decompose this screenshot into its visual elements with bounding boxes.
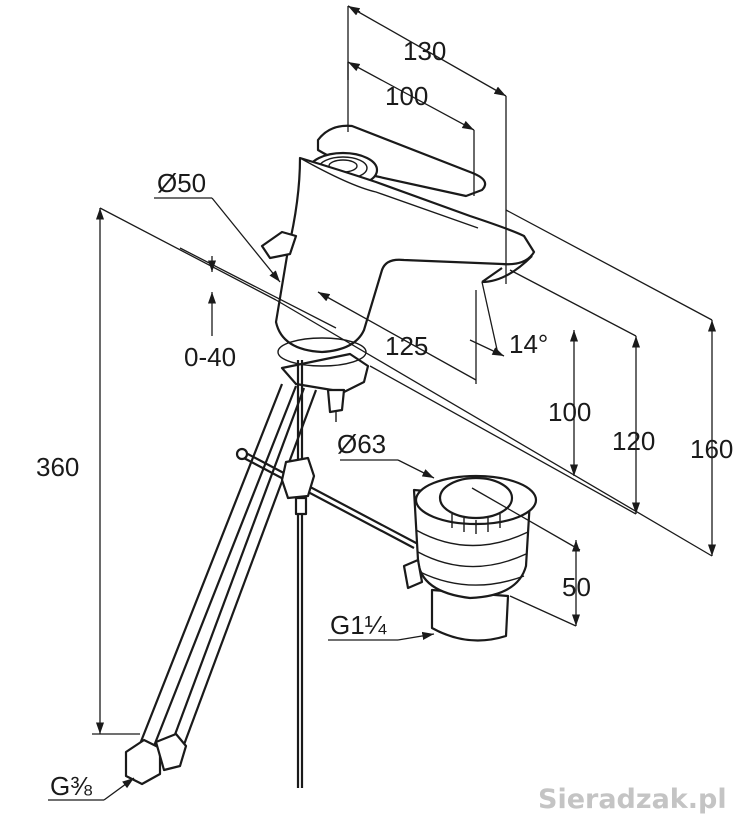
dim-height-100: 100: [548, 397, 591, 427]
dim-pop-up-range: 0-40: [184, 342, 236, 372]
dim-height-160: 160: [690, 434, 733, 464]
dim-width-100: 100: [385, 81, 428, 111]
dim-diameter-63: Ø63: [337, 429, 386, 459]
faucet-body: [260, 124, 536, 422]
supply-fitting-right: [154, 732, 188, 772]
dimension-lines: [48, 5, 717, 801]
dim-height-360: 360: [36, 452, 79, 482]
dim-waste-thread: G1¼: [330, 610, 387, 640]
supply-fitting-left: [124, 738, 162, 786]
dim-width-130: 130: [403, 36, 446, 66]
supply-hoses: [124, 383, 318, 786]
waste-plug: [438, 476, 514, 520]
pop-up-waste: [402, 474, 538, 642]
dim-supply-thread: G⅜: [50, 771, 92, 801]
dim-reach-125: 125: [385, 331, 428, 361]
watermark: Sieradzak.pl: [538, 784, 727, 815]
waste-tail: [430, 588, 510, 642]
dim-diameter-50: Ø50: [157, 168, 206, 198]
pop-up-knob: [260, 230, 298, 260]
dim-waste-height-50: 50: [562, 572, 591, 602]
pop-up-rod: [235, 360, 419, 788]
dim-angle-14: 14°: [509, 329, 548, 359]
dim-height-120: 120: [612, 426, 655, 456]
dimension-labels: 130 100 Ø50 125 14° 0-40 360 100 120 160…: [36, 36, 733, 801]
rod-clamp: [280, 456, 316, 500]
spout-body: [274, 156, 536, 354]
